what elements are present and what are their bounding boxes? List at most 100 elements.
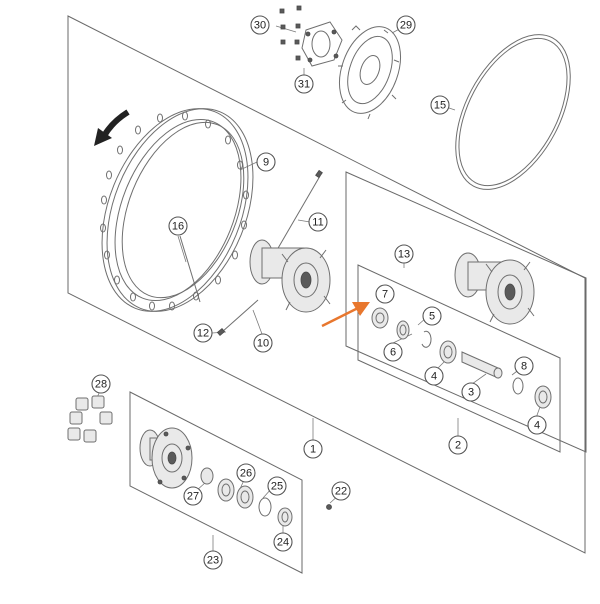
callout-number: 16 (172, 221, 184, 233)
callout-c28: 28 (91, 374, 111, 394)
callout-circle (273, 532, 293, 552)
callout-c3: 3 (461, 382, 481, 402)
callout-c13: 13 (394, 244, 414, 264)
callout-number: 27 (187, 491, 199, 503)
hub-assembly-frame (345, 171, 587, 453)
callout-c6: 6 (383, 342, 403, 362)
callout-c25: 25 (267, 476, 287, 496)
callout-number: 11 (312, 217, 323, 229)
callout-c2: 2 (448, 435, 468, 455)
bearing-4b (534, 385, 552, 409)
disc-adapter (301, 21, 343, 67)
highlight-arrow-icon (321, 302, 370, 328)
callout-c29: 29 (396, 15, 416, 35)
callout-c4a: 4 (424, 366, 444, 386)
callout-number: 9 (263, 157, 269, 169)
callout-number: 6 (390, 347, 396, 359)
callout-number: 8 (521, 361, 527, 373)
callout-circle (294, 74, 314, 94)
callout-circle (267, 476, 287, 496)
callout-number: 28 (95, 379, 107, 391)
callout-c8: 8 (514, 356, 534, 376)
callout-number: 15 (434, 100, 446, 112)
callout-circle (331, 481, 351, 501)
main-assembly-frame (67, 15, 586, 554)
hub-kit-frame (357, 264, 561, 453)
sprocket-carrier (139, 427, 193, 489)
callout-circle (193, 323, 213, 343)
callout-number: 25 (271, 481, 283, 493)
callout-c27: 27 (183, 486, 203, 506)
callout-number: 23 (207, 555, 219, 567)
callout-circle (424, 366, 444, 386)
callout-circle (514, 356, 534, 376)
callout-circle (308, 212, 328, 232)
callout-number: 30 (254, 20, 266, 32)
callout-c23: 23 (203, 550, 223, 570)
callout-c30: 30 (250, 15, 270, 35)
callout-circle (422, 306, 442, 326)
callout-circle (383, 342, 403, 362)
ring-8 (512, 377, 524, 395)
callout-number: 4 (534, 420, 540, 432)
callout-circle (253, 333, 273, 353)
callout-circle (250, 15, 270, 35)
callout-number: 1 (310, 444, 316, 456)
callout-circle (183, 486, 203, 506)
bearing-7 (371, 307, 389, 329)
callout-c16: 16 (168, 216, 188, 236)
wheel-hub (249, 239, 331, 313)
screw-22 (326, 504, 332, 510)
callout-number: 5 (429, 311, 435, 323)
callout-c5: 5 (422, 306, 442, 326)
callout-circle (448, 435, 468, 455)
callout-number: 24 (277, 537, 289, 549)
rotation-direction-arrow-icon (94, 109, 130, 146)
callout-number: 22 (335, 486, 347, 498)
hub-assembly (454, 252, 535, 325)
callout-number: 26 (240, 468, 252, 480)
circlip-5 (421, 330, 432, 348)
bearing-4a (439, 340, 457, 364)
callout-c15: 15 (430, 95, 450, 115)
callout-c22: 22 (331, 481, 351, 501)
spacer-sleeve-3 (461, 351, 503, 379)
callout-number: 3 (468, 387, 474, 399)
callout-circle (303, 439, 323, 459)
callout-c4b: 4 (527, 415, 547, 435)
callout-c26: 26 (236, 463, 256, 483)
callout-number: 4 (431, 371, 437, 383)
callout-c7: 7 (375, 284, 395, 304)
spoke (179, 235, 201, 303)
callout-number: 31 (298, 79, 310, 91)
callout-number: 10 (257, 338, 269, 350)
seal-6 (396, 320, 410, 340)
callout-circle (394, 244, 414, 264)
callout-c9: 9 (256, 152, 276, 172)
callout-number: 7 (382, 289, 388, 301)
spoke-nipples (216, 299, 259, 337)
damper-rubbers (67, 395, 113, 443)
callout-circle (527, 415, 547, 435)
callout-c24: 24 (273, 532, 293, 552)
callout-circle (375, 284, 395, 304)
callout-c11: 11 (308, 212, 328, 232)
disc-screws (279, 5, 302, 61)
callout-circle (236, 463, 256, 483)
rim-band (455, 34, 571, 190)
brake-disc (338, 25, 401, 120)
callout-number: 13 (398, 249, 410, 261)
callout-circle (168, 216, 188, 236)
wheel-rim (100, 108, 254, 312)
sprocket-carrier-frame (129, 391, 303, 574)
callout-circle (203, 550, 223, 570)
callout-circle (256, 152, 276, 172)
callout-c12: 12 (193, 323, 213, 343)
callout-number: 12 (197, 328, 209, 340)
callout-circle (430, 95, 450, 115)
callout-c31: 31 (294, 74, 314, 94)
callout-c10: 10 (253, 333, 273, 353)
